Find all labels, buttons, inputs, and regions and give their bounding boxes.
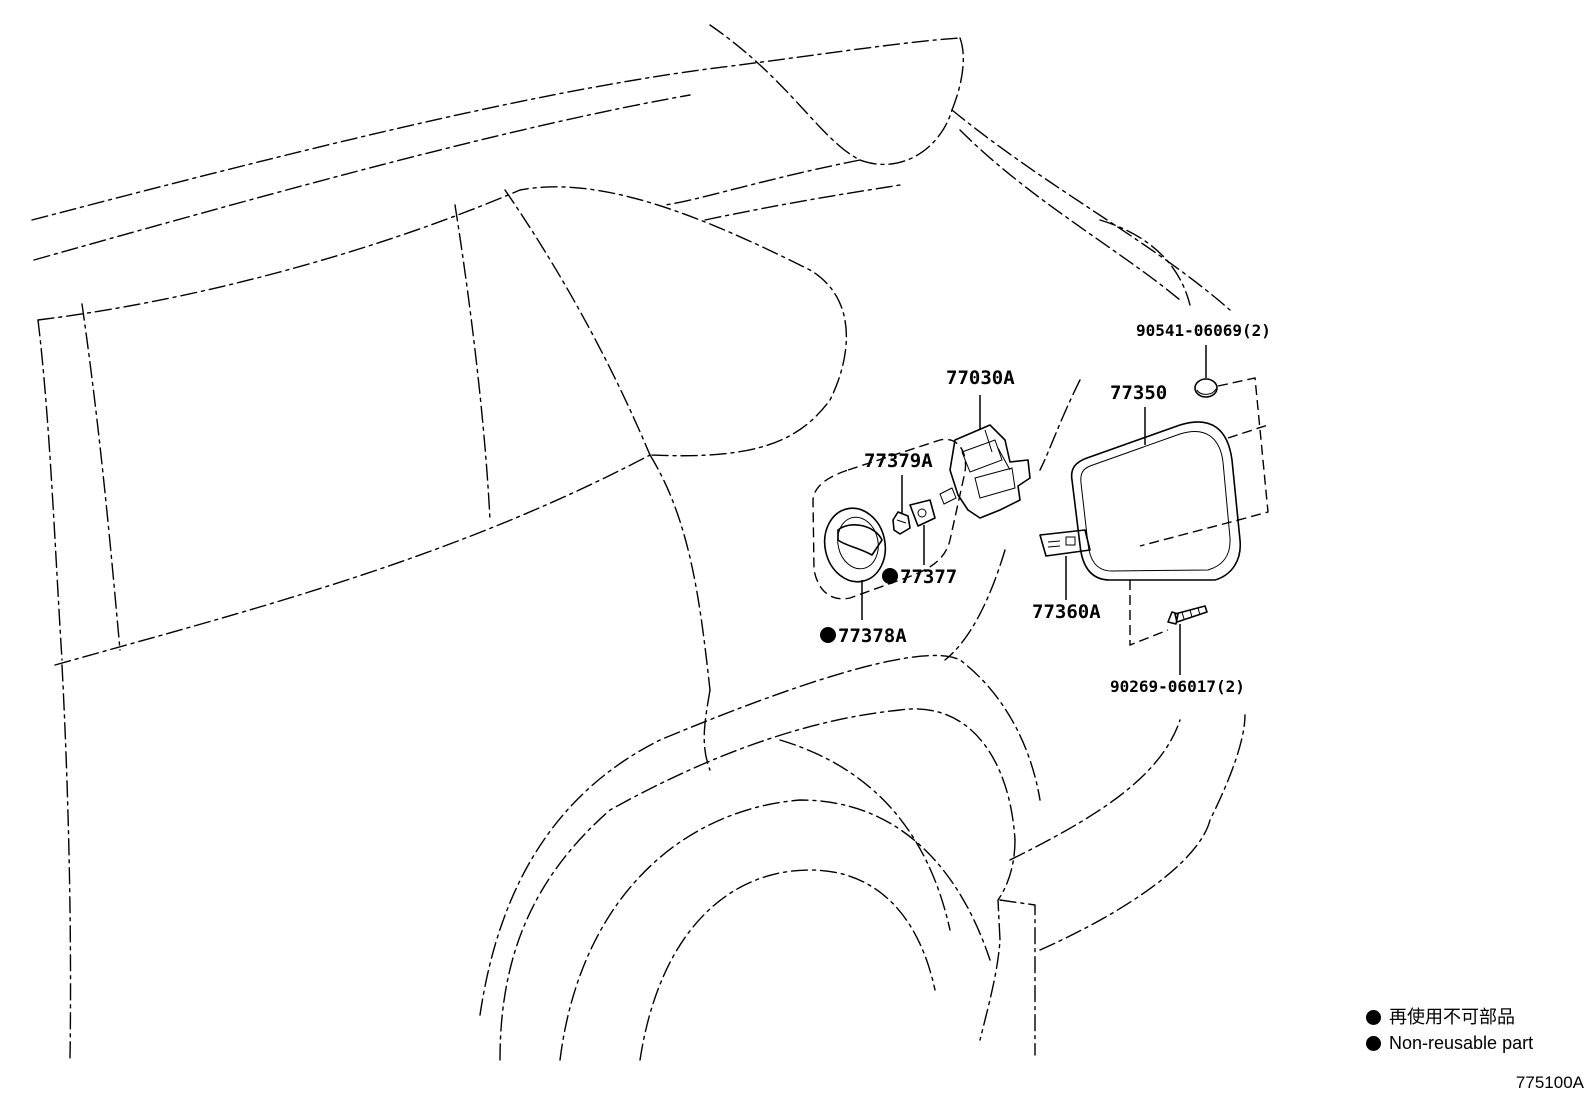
lock-actuator-77030A [939,424,1031,519]
legend-row-english: Non-reusable part [1366,1030,1533,1056]
filler-housing-77378A [823,507,887,583]
fastener-guide-lines [1129,377,1269,647]
label-77377: 77377 [900,566,957,588]
clip-90541 [1194,378,1218,398]
non-reusable-bullet-icon [1366,1035,1381,1051]
figure-number: 775100A [1515,1073,1584,1092]
housing-group-box [812,438,967,600]
label-77379A: 77379A [864,450,933,472]
non-reusable-marker-77377 [882,568,898,584]
legend-text-english: Non-reusable part [1389,1033,1534,1053]
legend-text-japanese: 再使用不可部品 [1389,1007,1515,1027]
leader-lines [861,345,1207,675]
cushion-77377 [909,499,936,527]
caution-plate-77360A [1039,529,1091,557]
label-77030A: 77030A [946,367,1015,389]
label-77350: 77350 [1110,382,1167,404]
label-77378A: 77378A [838,625,907,647]
label-90269-06017: 90269-06017(2) [1110,677,1245,696]
legend: 再使用不可部品 Non-reusable part [1366,1004,1533,1056]
spring-77379A [892,511,911,535]
non-reusable-marker-77378A [820,627,836,643]
legend-row-japanese: 再使用不可部品 [1366,1004,1533,1030]
fuel-lid-77350 [1070,421,1241,581]
label-77360A: 77360A [1032,601,1101,623]
vehicle-body-outline [31,24,1246,1061]
label-90541-06069: 90541-06069(2) [1136,321,1271,340]
screw-90269 [1167,605,1208,625]
non-reusable-bullet-icon [1366,1009,1381,1025]
